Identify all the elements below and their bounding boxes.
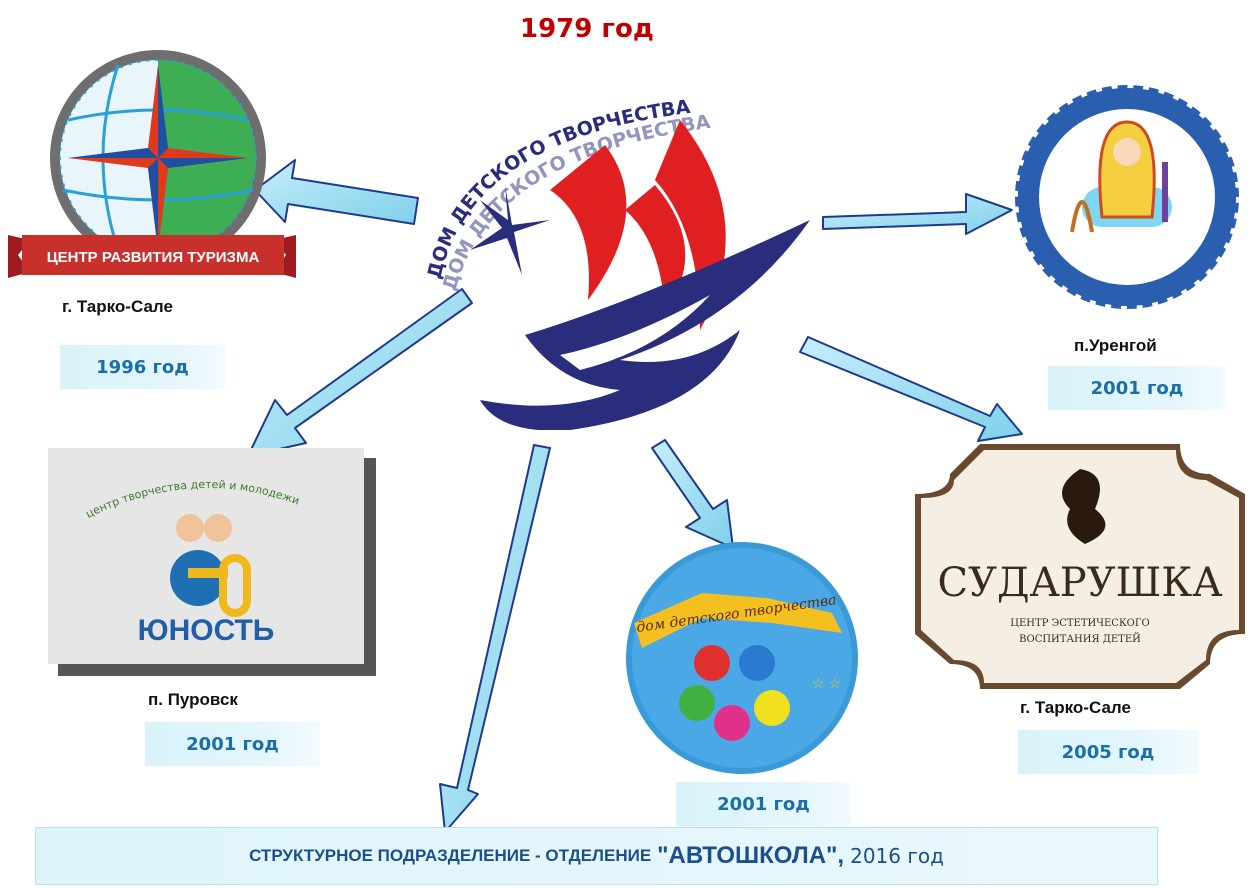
title-year: 1979 год: [520, 14, 654, 44]
arrow-to-hands: [651, 439, 734, 549]
yunost-year: 2001 год: [145, 722, 320, 766]
hand-pink-icon: [714, 705, 750, 741]
hand-green-icon: [679, 685, 715, 721]
sudarushka-subtext-1: ЦЕНТР ЭСТЕТИЧЕСКОГО: [1010, 618, 1149, 629]
tourism-location: г. Тарко-Сале: [62, 297, 173, 316]
sail-left-icon: [550, 145, 627, 300]
hand-yellow-icon: [754, 690, 790, 726]
lady-icon: [1062, 469, 1106, 544]
arrow-to-autoschool: [439, 444, 551, 833]
hands-year: 2001 год: [676, 782, 851, 826]
urengoy-year: 2001 год: [1048, 366, 1226, 410]
sudarushka-location: г. Тарко-Сале: [1020, 698, 1131, 717]
hand-blue-icon: [739, 645, 775, 681]
autoschool-prefix: СТРУКТУРНОЕ ПОДРАЗДЕЛЕНИЕ - ОТДЕЛЕНИЕ: [249, 846, 652, 865]
yunost-logo: центр творчества детей и молодежи ЮНОСТЬ: [48, 448, 364, 664]
hand-red-icon: [694, 645, 730, 681]
hull-icon: [480, 220, 810, 430]
autoschool-name: "АВТОШКОЛА",: [657, 842, 845, 869]
sudarushka-logo: СУДАРУШКА ЦЕНТР ЭСТЕТИЧЕСКОГО ВОСПИТАНИЯ…: [915, 444, 1245, 689]
sudarushka-subtext-2: ВОСПИТАНИЯ ДЕТЕЙ: [1019, 633, 1141, 645]
svg-text:☆ ☆: ☆ ☆: [812, 675, 841, 691]
sudarushka-year: 2005 год: [1018, 730, 1198, 774]
autoschool-year: 2016 год: [850, 844, 944, 868]
matryoshka-icon: [1098, 120, 1156, 219]
yunost-location: п. Пуровск: [148, 690, 238, 709]
arrow-to-urengoy: [822, 193, 1013, 235]
yunost-logo-text: ЮНОСТЬ: [138, 614, 275, 647]
tourism-logo: ЦЕНТР РАЗВИТИЯ ТУРИЗМА: [8, 50, 296, 278]
star-icon: [470, 185, 550, 275]
arrow-to-tourism: [254, 159, 419, 225]
arrow-to-sudarushka: [799, 336, 1023, 442]
urengoy-logo: [1012, 82, 1242, 312]
center-logo: ДОМ ДЕТСКОГО ТВОРЧЕСТВА ДОМ ДЕТСКОГО ТВО…: [423, 96, 810, 430]
urengoy-location: п.Уренгой: [1074, 336, 1157, 355]
tourism-logo-text: ЦЕНТР РАЗВИТИЯ ТУРИЗМА: [47, 249, 260, 266]
hands-logo: дом детского творчества ☆ ☆: [626, 542, 858, 774]
sudarushka-logo-text: СУДАРУШКА: [937, 560, 1222, 606]
autoschool-banner: СТРУКТУРНОЕ ПОДРАЗДЕЛЕНИЕ - ОТДЕЛЕНИЕ "А…: [35, 827, 1158, 885]
tourism-year: 1996 год: [60, 345, 225, 389]
